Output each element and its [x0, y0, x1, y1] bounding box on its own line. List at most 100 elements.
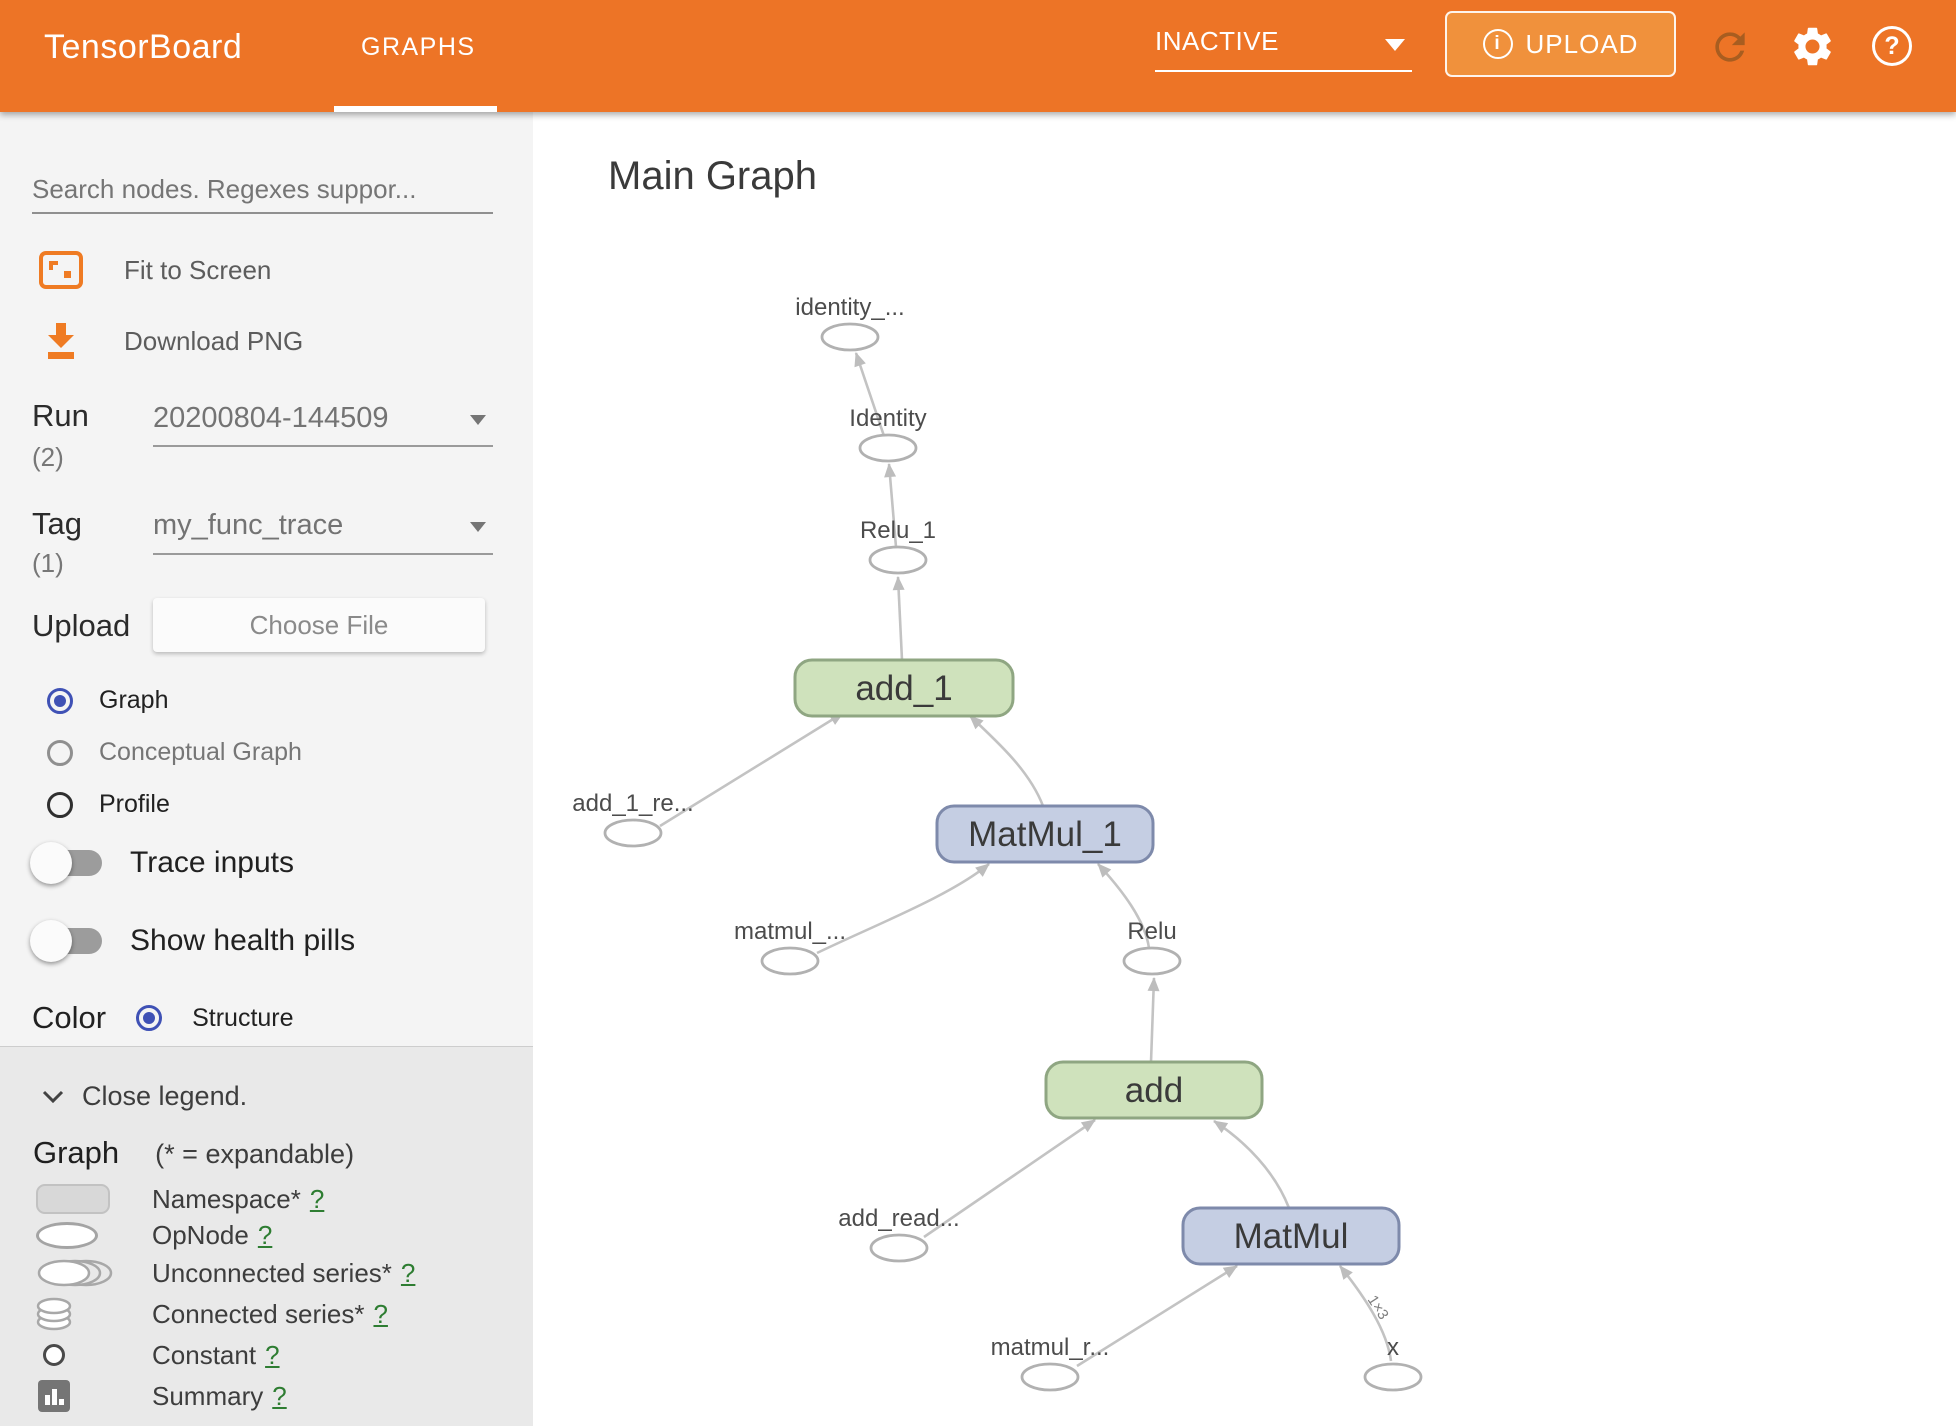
radio-graph[interactable]: Graph [47, 686, 168, 715]
legend-label: OpNode [152, 1219, 249, 1250]
trace-inputs-toggle[interactable]: Trace inputs [30, 840, 294, 886]
graph-node-add_1_re[interactable] [603, 818, 663, 848]
graph-node-label-Relu: Relu [1127, 918, 1176, 945]
graph-edge-Relu_1-to-Identity [884, 463, 898, 548]
graph-node-add[interactable] [1044, 1060, 1264, 1120]
radio-conceptual-graph-label: Conceptual Graph [99, 738, 302, 766]
tag-select[interactable]: my_func_trace [153, 509, 344, 541]
graph-node-matmul_r[interactable] [1020, 1362, 1080, 1392]
graph-node-Relu[interactable] [1122, 946, 1182, 976]
upload-file-label: Upload [32, 608, 131, 643]
help-link[interactable]: ? [309, 1183, 325, 1214]
toggle-knob[interactable] [30, 842, 72, 884]
legend-label: Namespace* [152, 1183, 301, 1214]
legend-item-connected-series: Connected series* ? [36, 1293, 525, 1335]
graph-node-label-Relu_1: Relu_1 [860, 517, 936, 544]
refresh-icon[interactable] [1708, 25, 1752, 69]
toggle-track[interactable] [30, 842, 102, 884]
chevron-down-icon [42, 1090, 64, 1103]
download-png-button[interactable]: Download PNG [38, 320, 303, 362]
app-title: TensorBoard [44, 28, 243, 66]
close-legend-button[interactable]: Close legend. [42, 1081, 247, 1112]
graph-node-label-add: add [1125, 1071, 1183, 1110]
legend-item-summary: Summary ? [36, 1375, 525, 1417]
choose-file-button[interactable]: Choose File [153, 598, 485, 652]
legend-item-constant: Constant ? [36, 1335, 525, 1375]
help-link[interactable]: ? [257, 1219, 273, 1250]
run-dropdown-arrow-icon[interactable] [470, 415, 486, 425]
graph-node-label-identity_out: identity_... [795, 294, 904, 321]
legend-label: Unconnected series* [152, 1257, 392, 1288]
trace-inputs-label: Trace inputs [130, 846, 294, 879]
namespace-swatch-icon [36, 1184, 110, 1214]
graph-edge-Relu-to-MatMul_1 [1097, 863, 1151, 949]
legend-item-opnode: OpNode ? [36, 1217, 525, 1253]
search-input[interactable] [32, 166, 493, 214]
upload-label: UPLOAD [1525, 28, 1639, 59]
app-header: TensorBoard GRAPHS INACTIVE i UPLOAD ? [0, 0, 1956, 112]
legend-section-header: Graph (* = expandable) [33, 1135, 354, 1171]
help-link[interactable]: ? [272, 1380, 287, 1411]
graph-node-label-add_read: add_read... [838, 1205, 959, 1232]
tag-dropdown-arrow-icon[interactable] [470, 522, 486, 532]
help-icon[interactable]: ? [1872, 26, 1912, 66]
show-health-pills-toggle[interactable]: Show health pills [30, 918, 355, 964]
upload-button[interactable]: i UPLOAD [1445, 11, 1676, 77]
connected-series-icon [36, 1297, 72, 1331]
graph-edge-matmul_r-to-MatMul [1076, 1264, 1238, 1368]
status-dropdown[interactable]: INACTIVE [1155, 26, 1412, 57]
download-png-label: Download PNG [124, 325, 304, 356]
settings-gear-icon[interactable] [1789, 23, 1836, 70]
graph-edge-add_1-to-Relu_1 [892, 576, 905, 661]
graph-edge-add-to-Relu [1147, 977, 1160, 1063]
sidebar: Fit to Screen Download PNG Run (2) 20200… [0, 112, 533, 1426]
graph-node-label-matmul_2: matmul_... [734, 918, 846, 945]
graph-node-add_read[interactable] [869, 1233, 929, 1263]
graph-node-add_1[interactable] [793, 658, 1015, 718]
help-link[interactable]: ? [373, 1298, 388, 1329]
graph-node-MatMul[interactable] [1181, 1206, 1401, 1266]
summary-icon [38, 1380, 70, 1412]
legend-item-unconnected-series: Unconnected series* ? [36, 1253, 525, 1293]
graph-canvas[interactable]: 1×3 identity_...IdentityRelu_1add_1add_1… [533, 112, 1956, 1426]
legend-label: Constant [152, 1339, 257, 1370]
radio-unselected-icon[interactable] [47, 739, 73, 766]
dropdown-arrow-icon[interactable] [1385, 39, 1405, 51]
radio-conceptual-graph[interactable]: Conceptual Graph [47, 738, 302, 767]
status-underline [1155, 70, 1412, 72]
show-health-pills-label: Show health pills [130, 924, 356, 957]
tag-label: Tag [32, 506, 82, 541]
graph-edge-x-to-MatMul [1338, 1265, 1393, 1362]
legend-panel: Close legend. Graph (* = expandable) Nam… [0, 1046, 533, 1426]
graph-node-matmul_2[interactable] [760, 946, 820, 976]
fit-to-screen-button[interactable]: Fit to Screen [38, 250, 271, 290]
graph-node-identity_out[interactable] [820, 322, 880, 352]
graph-node-MatMul_1[interactable] [935, 804, 1155, 864]
radio-graph-label: Graph [99, 686, 169, 714]
graph-edge-matmul_2-to-MatMul_1 [816, 862, 990, 955]
radio-unselected-icon[interactable] [47, 791, 73, 818]
toggle-track[interactable] [30, 920, 102, 962]
status-value: INACTIVE [1155, 26, 1279, 56]
legend-label: Connected series* [152, 1298, 365, 1329]
page-title: Main Graph [608, 154, 817, 198]
toggle-knob[interactable] [30, 920, 72, 962]
radio-selected-icon[interactable] [47, 687, 73, 714]
help-link[interactable]: ? [400, 1257, 416, 1288]
unconnected-series-icon [37, 1259, 113, 1287]
info-icon: i [1482, 29, 1513, 59]
graph-node-Identity[interactable] [858, 433, 918, 463]
graph-edge-MatMul-to-add [1213, 1119, 1291, 1209]
constant-circle-icon [43, 1344, 65, 1366]
help-link[interactable]: ? [265, 1339, 280, 1370]
active-tab-indicator [334, 106, 497, 112]
color-structure-radio[interactable] [136, 1005, 163, 1031]
color-label: Color [32, 1000, 107, 1035]
graph-node-Relu_1[interactable] [868, 545, 928, 575]
tab-graphs[interactable]: GRAPHS [361, 33, 476, 61]
run-select[interactable]: 20200804-144509 [153, 402, 389, 434]
radio-profile[interactable]: Profile [47, 790, 170, 819]
graph-node-label-x: x [1387, 1334, 1399, 1361]
graph-node-x[interactable] [1363, 1362, 1423, 1392]
